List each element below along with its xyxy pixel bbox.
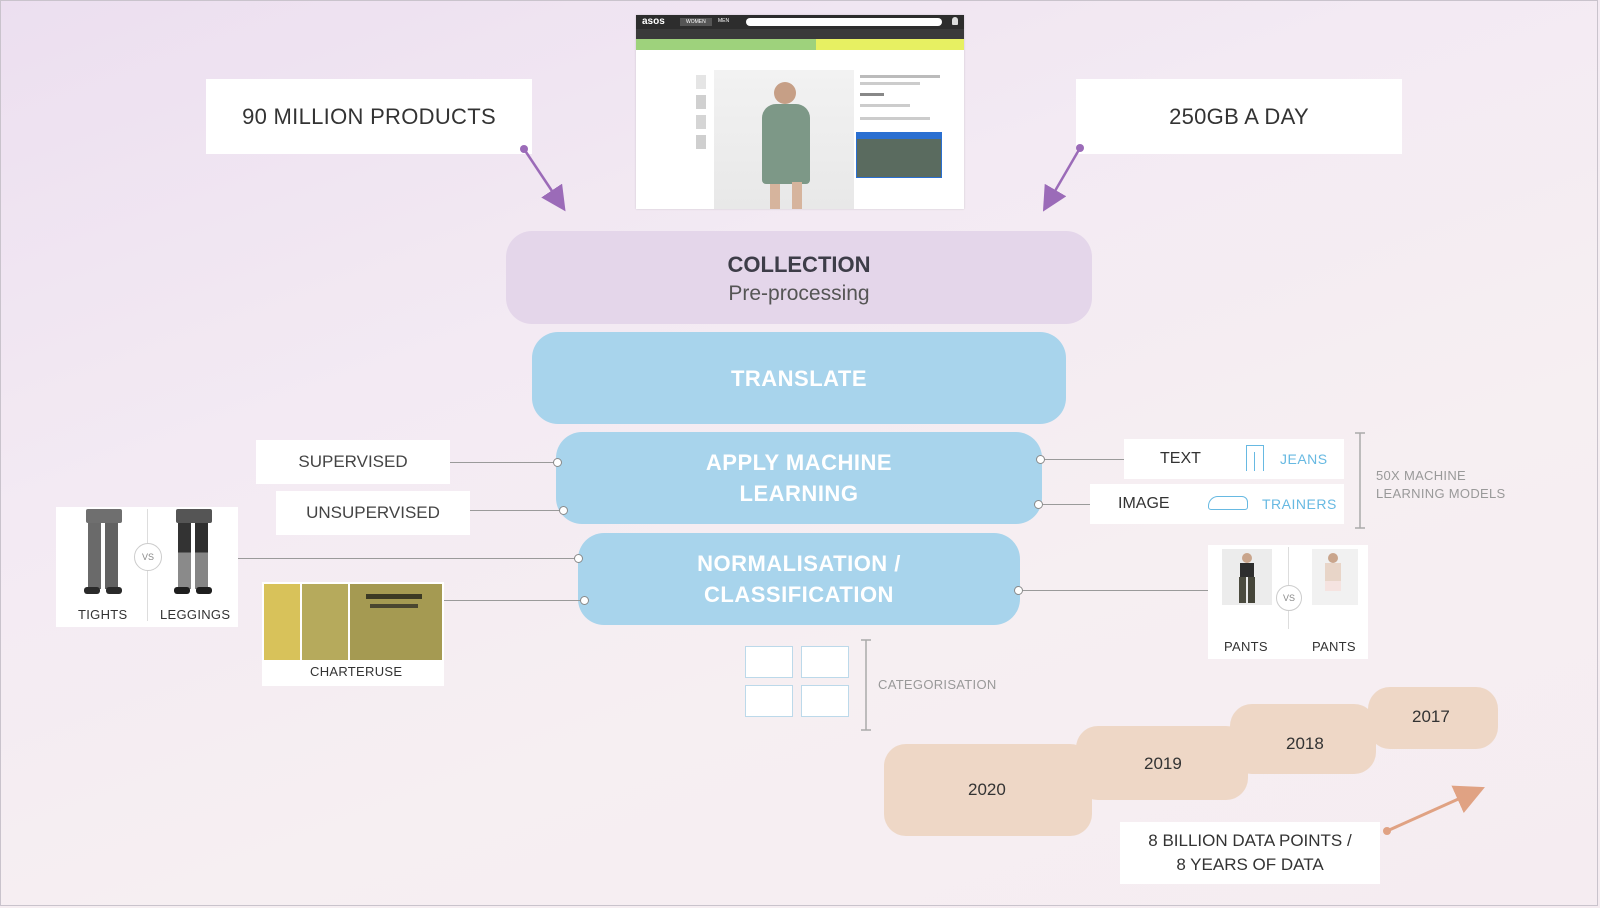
tights-vs-leggings-card: VS TIGHTS LEGGINGS xyxy=(56,507,238,627)
site-tab-men: MEN xyxy=(718,18,730,24)
ml-image-item: IMAGE TRAINERS xyxy=(1090,484,1344,524)
ml-models-line2: LEARNING MODELS xyxy=(1376,486,1506,501)
caption-tights: TIGHTS xyxy=(78,607,128,622)
ml-models-note: 50X MACHINE LEARNING MODELS xyxy=(1376,467,1505,503)
data-points-note: 8 BILLION DATA POINTS / 8 YEARS OF DATA xyxy=(1120,822,1380,884)
pants-vs-pants-card: VS PANTS PANTS xyxy=(1208,545,1368,659)
shoe-icon xyxy=(745,685,793,717)
year-2018-text: 2018 xyxy=(1286,734,1324,753)
year-2019-text: 2019 xyxy=(1144,754,1182,773)
charteruse-swatch-3 xyxy=(350,584,442,660)
connector-supervised xyxy=(450,462,556,463)
pants-image-a xyxy=(1222,549,1272,605)
charteruse-swatch-1 xyxy=(264,584,300,660)
label-supervised-text: SUPERVISED xyxy=(298,452,408,471)
ml-image-value: TRAINERS xyxy=(1262,496,1337,512)
website-screenshot: asos WOMEN MEN xyxy=(636,15,964,209)
caption-pants-b: PANTS xyxy=(1312,639,1356,654)
promo-green xyxy=(636,39,816,50)
stage-ml-line1: APPLY MACHINE xyxy=(705,450,893,475)
stage-machine-learning: APPLY MACHINE LEARNING xyxy=(556,432,1042,524)
stage-ml-line2: LEARNING xyxy=(739,481,859,506)
size-dropdown xyxy=(856,132,942,178)
year-2018: 2018 xyxy=(1230,704,1376,774)
ml-image-label: IMAGE xyxy=(1118,495,1170,512)
connector-pants xyxy=(1020,590,1208,591)
data-points-line2: 8 YEARS OF DATA xyxy=(1176,855,1324,874)
product-info xyxy=(860,75,950,125)
promo-yellow xyxy=(816,39,964,50)
stage-norm-line2: CLASSIFICATION xyxy=(704,582,894,607)
stage-translate-title: TRANSLATE xyxy=(730,365,868,391)
trousers-icon xyxy=(801,646,849,678)
stat-products: 90 MILLION PRODUCTS xyxy=(206,79,532,154)
ml-text-item: TEXT JEANS xyxy=(1124,439,1344,479)
label-unsupervised: UNSUPERVISED xyxy=(276,491,470,535)
leggings-image xyxy=(172,509,216,595)
stat-data-per-day: 250GB A DAY xyxy=(1076,79,1402,154)
connector-dot xyxy=(1034,500,1043,509)
data-points-line1: 8 BILLION DATA POINTS / xyxy=(1148,831,1352,850)
trainers-icon xyxy=(1208,496,1248,510)
connector-tights xyxy=(238,558,578,559)
year-2017: 2017 xyxy=(1368,687,1498,749)
jeans-icon xyxy=(1246,445,1264,471)
stage-collection-title: COLLECTION xyxy=(727,252,871,277)
ml-text-value: JEANS xyxy=(1280,451,1328,467)
jacket-icon xyxy=(745,646,793,678)
thumb-column xyxy=(696,75,706,165)
site-nav xyxy=(636,29,964,39)
year-2020: 2020 xyxy=(884,744,1092,836)
connector-dot xyxy=(553,458,562,467)
connector-unsupervised xyxy=(470,510,562,511)
label-unsupervised-text: UNSUPERVISED xyxy=(306,503,440,522)
vs-text: VS xyxy=(141,552,154,562)
charteruse-card: CHARTERUSE xyxy=(262,582,444,686)
ml-text-label: TEXT xyxy=(1160,450,1201,467)
charteruse-swatch-2 xyxy=(302,584,348,660)
pants-image-b xyxy=(1312,549,1358,605)
connector-dot xyxy=(1036,455,1045,464)
site-logo: asos xyxy=(642,16,665,27)
stage-translate: TRANSLATE xyxy=(532,332,1066,424)
caption-pants-a: PANTS xyxy=(1224,639,1268,654)
product-photo xyxy=(714,70,854,209)
connector-dot xyxy=(559,506,568,515)
connector-image xyxy=(1040,504,1090,505)
year-2017-text: 2017 xyxy=(1412,707,1450,726)
site-tab-women: WOMEN xyxy=(680,18,712,26)
vs-badge: VS xyxy=(1276,585,1302,611)
stat-products-text: 90 MILLION PRODUCTS xyxy=(242,103,496,129)
connector-dot xyxy=(574,554,583,563)
user-icon xyxy=(952,17,958,25)
ml-models-line1: 50X MACHINE xyxy=(1376,468,1466,483)
label-supervised: SUPERVISED xyxy=(256,440,450,484)
site-search-bar xyxy=(746,18,942,26)
year-2020-text: 2020 xyxy=(968,780,1006,799)
stat-data-per-day-text: 250GB A DAY xyxy=(1169,103,1309,129)
vs-badge: VS xyxy=(134,543,162,571)
year-2019: 2019 xyxy=(1076,726,1248,800)
stage-collection: COLLECTION Pre-processing xyxy=(506,231,1092,324)
connector-dot xyxy=(580,596,589,605)
vs-text: VS xyxy=(1282,593,1295,603)
categorisation-label: CATEGORISATION xyxy=(878,677,997,692)
connector-charteruse xyxy=(444,600,584,601)
caption-charteruse: CHARTERUSE xyxy=(310,664,403,679)
connector-dot xyxy=(1014,586,1023,595)
connector-text xyxy=(1042,459,1124,460)
stage-normalisation: NORMALISATION / CLASSIFICATION xyxy=(578,533,1020,625)
caption-leggings: LEGGINGS xyxy=(160,607,231,622)
stage-norm-line1: NORMALISATION / xyxy=(697,551,901,576)
stage-collection-subtitle: Pre-processing xyxy=(728,282,870,305)
tights-image xyxy=(82,509,126,595)
site-header: asos WOMEN MEN xyxy=(636,15,964,29)
skirt-icon xyxy=(801,685,849,717)
